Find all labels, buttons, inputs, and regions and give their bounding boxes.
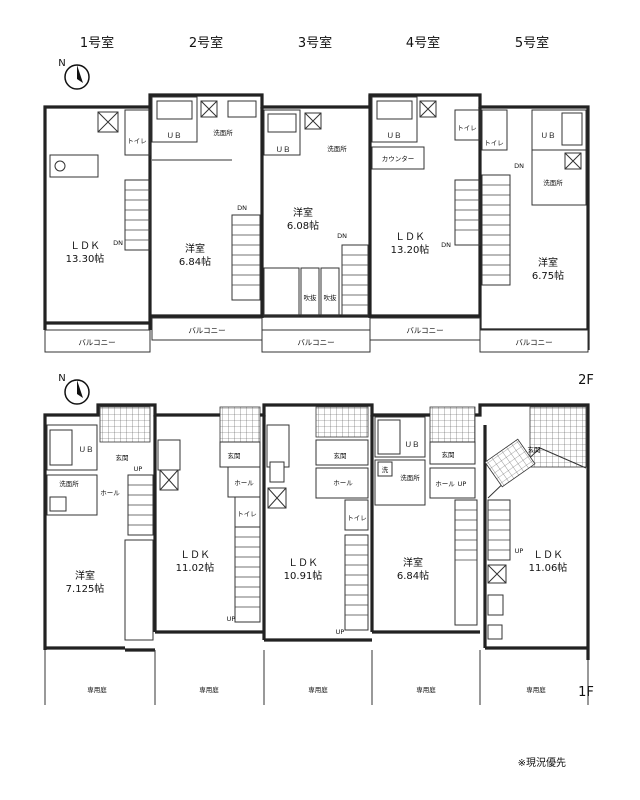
garden-label-5: 専用庭 <box>526 685 546 694</box>
hall-label-4-1f: ホール <box>435 480 455 488</box>
hall-label-2-1f: ホール <box>234 479 254 487</box>
balcony-2-2f <box>151 317 263 341</box>
dn-label-5-2f: DN <box>514 162 524 170</box>
fukinuke-label-3a: 吹抜 <box>304 293 318 302</box>
dn-label-3-2f: DN <box>337 232 347 240</box>
wash-label-4-1f: 洗 <box>382 465 389 474</box>
room-size-3-1f: 10.91帖 <box>284 569 323 582</box>
room-size-1-2f: 13.30帖 <box>66 252 105 265</box>
room-size-1-1f: 7.125帖 <box>66 582 105 595</box>
north-label-2f: N <box>58 58 65 69</box>
fukinuke-label-3b: 吹抜 <box>324 293 338 302</box>
room-name-5-1f: ＬＤＫ <box>533 550 563 561</box>
toilet-label-2-1f: トイレ <box>237 510 257 518</box>
genkan-label-3-1f: 玄関 <box>334 451 347 460</box>
room-name-5-2f: 洋室 <box>538 256 558 269</box>
floor-1f: ＵＢ 玄関 洗面所 ホール UP 洋室 7.125帖 玄関 ホール トイレ <box>43 403 590 705</box>
washroom-label-5-2f: 洗面所 <box>543 178 563 187</box>
room-name-2-2f: 洋室 <box>185 242 205 255</box>
room-name-3-2f: 洋室 <box>293 206 313 219</box>
room-size-4-2f: 13.20帖 <box>391 243 430 256</box>
garden-label-2: 専用庭 <box>199 685 219 694</box>
room-name-1-2f: ＬＤＫ <box>70 241 100 252</box>
floor-label-2f: 2F <box>578 373 594 388</box>
room-size-5-2f: 6.75帖 <box>532 269 564 282</box>
kitchen-counter-1 <box>49 154 99 178</box>
genkan-label-2-1f: 玄関 <box>228 451 241 460</box>
unit-header-3: 3号室 <box>298 35 332 51</box>
room-name-2-1f: ＬＤＫ <box>180 550 210 561</box>
genkan-label-1-1f: 玄関 <box>116 453 129 462</box>
toilet-label-3-1f: トイレ <box>347 514 367 522</box>
room-size-4-1f: 6.84帖 <box>397 569 429 582</box>
unit-header-4: 4号室 <box>406 35 440 51</box>
room-name-4-2f: ＬＤＫ <box>395 232 425 243</box>
room-name-4-1f: 洋室 <box>403 556 423 569</box>
ub-label-1-1f: ＵＢ <box>79 445 94 454</box>
note-text: ※現況優先 <box>518 756 566 769</box>
garden-label-1: 専用庭 <box>87 685 107 694</box>
washroom-label-1-1f: 洗面所 <box>59 479 79 488</box>
room-size-2-1f: 11.02帖 <box>176 561 215 574</box>
ub-label-5-2f: ＵＢ <box>541 131 556 140</box>
dn-label-4-2f: DN <box>441 241 451 249</box>
balcony-label-1: バルコニー <box>78 338 115 347</box>
room-name-1-1f: 洋室 <box>75 569 95 582</box>
washroom-label-3-2f: 洗面所 <box>327 144 347 153</box>
up-label-1-1f: UP <box>134 465 143 473</box>
floor-2f: バルコニー バルコニー バルコニー バルコニー バルコニー トイレ DN ＬＤＫ… <box>43 93 590 353</box>
toilet-label-5-2f: トイレ <box>484 139 504 147</box>
hall-label-3-1f: ホール <box>333 479 353 487</box>
north-label-1f: N <box>58 373 65 384</box>
ub-label-4-1f: ＵＢ <box>405 440 420 449</box>
floor-label-1f: 1F <box>578 685 594 700</box>
balcony-label-2: バルコニー <box>188 326 225 335</box>
ub-label-3-2f: ＵＢ <box>276 145 291 154</box>
room-size-2-2f: 6.84帖 <box>179 255 211 268</box>
up-label-2-1f: UP <box>227 615 236 623</box>
toilet-label-4-2f: トイレ <box>457 124 477 132</box>
unit-header-2: 2号室 <box>189 35 223 51</box>
north-compass-2f-icon: N <box>58 58 90 90</box>
ub-label-4-2f: ＵＢ <box>387 131 402 140</box>
garden-label-3: 専用庭 <box>308 685 328 694</box>
ub-label-2-2f: ＵＢ <box>167 131 182 140</box>
balcony-label-3: バルコニー <box>297 338 334 347</box>
balcony-3-2f <box>261 329 371 353</box>
room-size-3-2f: 6.08帖 <box>287 219 319 232</box>
dn-label-2-2f: DN <box>237 204 247 212</box>
unit-header-1: 1号室 <box>80 35 114 51</box>
room-name-3-1f: ＬＤＫ <box>288 558 318 569</box>
garden-label-4: 専用庭 <box>416 685 436 694</box>
balcony-5-2f <box>479 329 589 353</box>
up-label-4-1f: UP <box>458 480 467 488</box>
balcony-4-2f <box>369 317 481 341</box>
washroom-label-4-1f: 洗面所 <box>400 473 420 482</box>
balcony-1-2f <box>44 329 151 353</box>
washroom-label-2-2f: 洗面所 <box>213 128 233 137</box>
unit-header-5: 5号室 <box>515 35 549 51</box>
balcony-label-4: バルコニー <box>406 326 443 335</box>
room-size-5-1f: 11.06帖 <box>529 561 568 574</box>
dn-label-1-2f: DN <box>113 239 123 247</box>
hall-label-1-1f: ホール <box>100 489 120 497</box>
counter-label-4: カウンター <box>382 154 415 163</box>
genkan-label-5-1f: 玄関 <box>528 445 541 454</box>
north-compass-1f-icon: N <box>58 373 90 405</box>
balcony-label-5: バルコニー <box>515 338 552 347</box>
toilet-label-1-2f: トイレ <box>127 137 147 145</box>
genkan-label-4-1f: 玄関 <box>442 450 455 459</box>
up-label-5-1f: UP <box>515 547 524 555</box>
up-label-3-1f: UP <box>336 628 345 636</box>
